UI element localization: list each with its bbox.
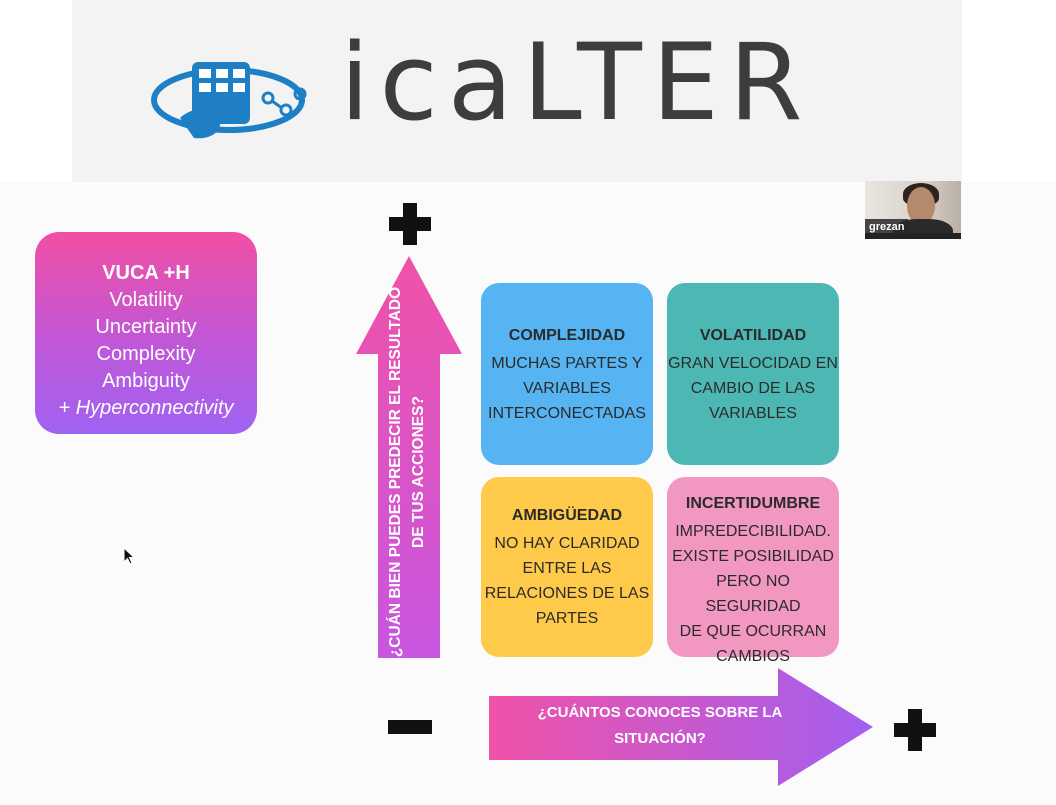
quadrant-line: IMPREDECIBILIDAD. <box>675 523 831 540</box>
quadrant-line: DE QUE OCURRAN <box>679 623 827 640</box>
quadrant-line: VARIABLES <box>709 405 797 422</box>
vuca-title: VUCA +H <box>102 262 190 284</box>
quadrant-line: CAMBIOS <box>716 648 790 665</box>
vuca-item: Ambiguity <box>102 370 190 392</box>
quadrant-line: EXISTE POSIBILIDAD <box>672 548 834 565</box>
vertical-axis-label: ¿CUÁN BIEN PUEDES PREDECIR EL RESULTADO … <box>387 286 427 658</box>
quadrant-line: PARTES <box>535 610 599 627</box>
vuca-summary-box: VUCA +H Volatility Uncertainty Complexit… <box>35 232 257 434</box>
participant-video-tile[interactable]: grezan <box>865 181 961 239</box>
quadrant-line: GRAN VELOCIDAD EN <box>668 355 838 372</box>
video-tile-bar <box>865 233 961 239</box>
vuca-extra: + Hyperconnectivity <box>58 397 234 419</box>
mouse-cursor-icon <box>123 547 135 565</box>
vuca-item: Volatility <box>109 289 183 311</box>
quadrant-complejidad: COMPLEJIDAD MUCHAS PARTES Y VARIABLES IN… <box>481 283 653 465</box>
quadrant-line: ENTRE LAS <box>522 560 612 577</box>
horizontal-axis-label: ¿CUÁNTOS CONOCES SOBRE LA SITUACIÓN? <box>537 704 783 747</box>
quadrant-incertidumbre: INCERTIDUMBRE IMPREDECIBILIDAD. EXISTE P… <box>667 477 839 665</box>
quadrant-title: AMBIGÜEDAD <box>511 507 623 524</box>
quadrant-line: RELACIONES DE LAS <box>484 585 650 602</box>
horizontal-axis-arrow <box>489 668 873 786</box>
logo-wordmark: icaLTER <box>340 21 813 144</box>
quadrant-line: INTERCONECTADAS <box>488 405 646 422</box>
quadrant-line: CAMBIO DE LAS <box>690 380 816 397</box>
quadrant-volatilidad: VOLATILIDAD GRAN VELOCIDAD EN CAMBIO DE … <box>667 283 839 465</box>
logo-icon <box>151 62 307 139</box>
vertical-axis-arrow <box>356 256 462 658</box>
quadrant-title: INCERTIDUMBRE <box>685 495 821 512</box>
quadrant-line: NO HAY CLARIDAD <box>494 535 640 552</box>
vuca-item: Uncertainty <box>95 316 197 338</box>
quadrant-ambiguedad: AMBIGÜEDAD NO HAY CLARIDAD ENTRE LAS REL… <box>481 477 653 657</box>
vuca-item: Complexity <box>96 343 196 365</box>
quadrant-line: MUCHAS PARTES Y <box>491 355 643 372</box>
participant-face <box>907 187 935 225</box>
quadrant-title: COMPLEJIDAD <box>508 327 626 344</box>
participant-name-tag: grezan <box>865 219 909 235</box>
quadrant-title: VOLATILIDAD <box>699 327 807 344</box>
quadrant-line: VARIABLES <box>523 380 611 397</box>
quadrant-line: PERO NO SEGURIDAD <box>705 573 801 615</box>
